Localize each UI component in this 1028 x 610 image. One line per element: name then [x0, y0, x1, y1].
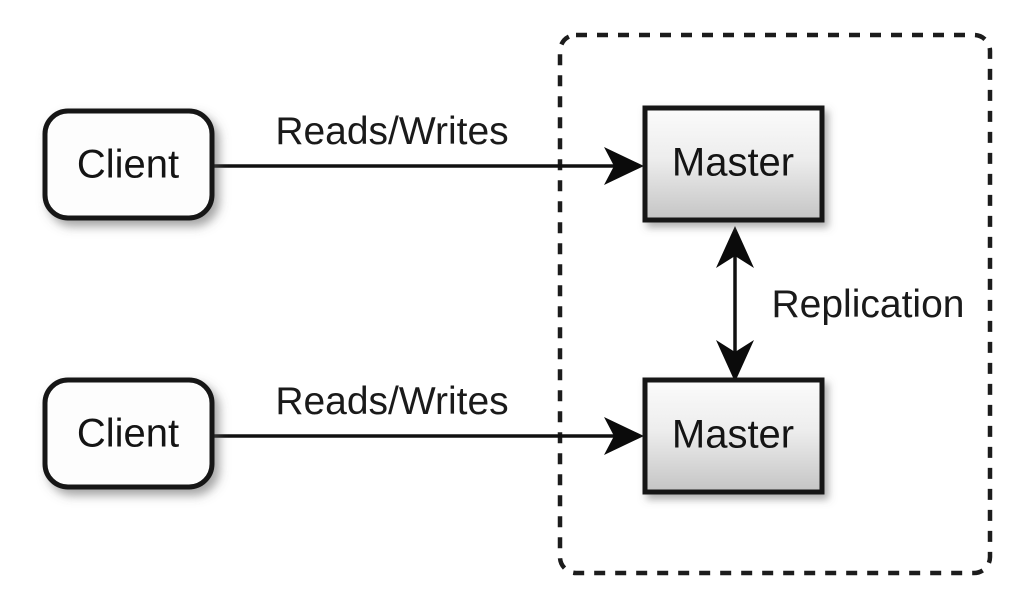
node-client-top[interactable]: Client [42, 108, 215, 221]
edge-label-replication: Replication [772, 283, 965, 326]
node-client-bottom[interactable]: Client [42, 377, 215, 490]
client-bottom-label: Client [77, 412, 179, 456]
client-top-label: Client [77, 143, 179, 187]
arrow-head-top [604, 147, 644, 185]
node-master-bottom[interactable]: Master [642, 377, 825, 495]
arrow-head-replication-up [716, 226, 754, 268]
cluster-boundary [557, 32, 993, 576]
master-bottom-shape [642, 377, 825, 495]
client-top-shape [42, 108, 215, 221]
client-bottom-shape [42, 377, 215, 490]
edge-label-reads-writes-bottom: Reads/Writes [275, 380, 508, 423]
arrow-head-bottom [604, 417, 644, 455]
edge-label-reads-writes-top: Reads/Writes [275, 110, 508, 153]
master-bottom-label: Master [672, 413, 794, 457]
node-master-top[interactable]: Master [642, 105, 825, 223]
master-top-shape [642, 105, 825, 223]
arrow-head-replication-down [716, 340, 754, 382]
master-top-label: Master [672, 141, 794, 185]
